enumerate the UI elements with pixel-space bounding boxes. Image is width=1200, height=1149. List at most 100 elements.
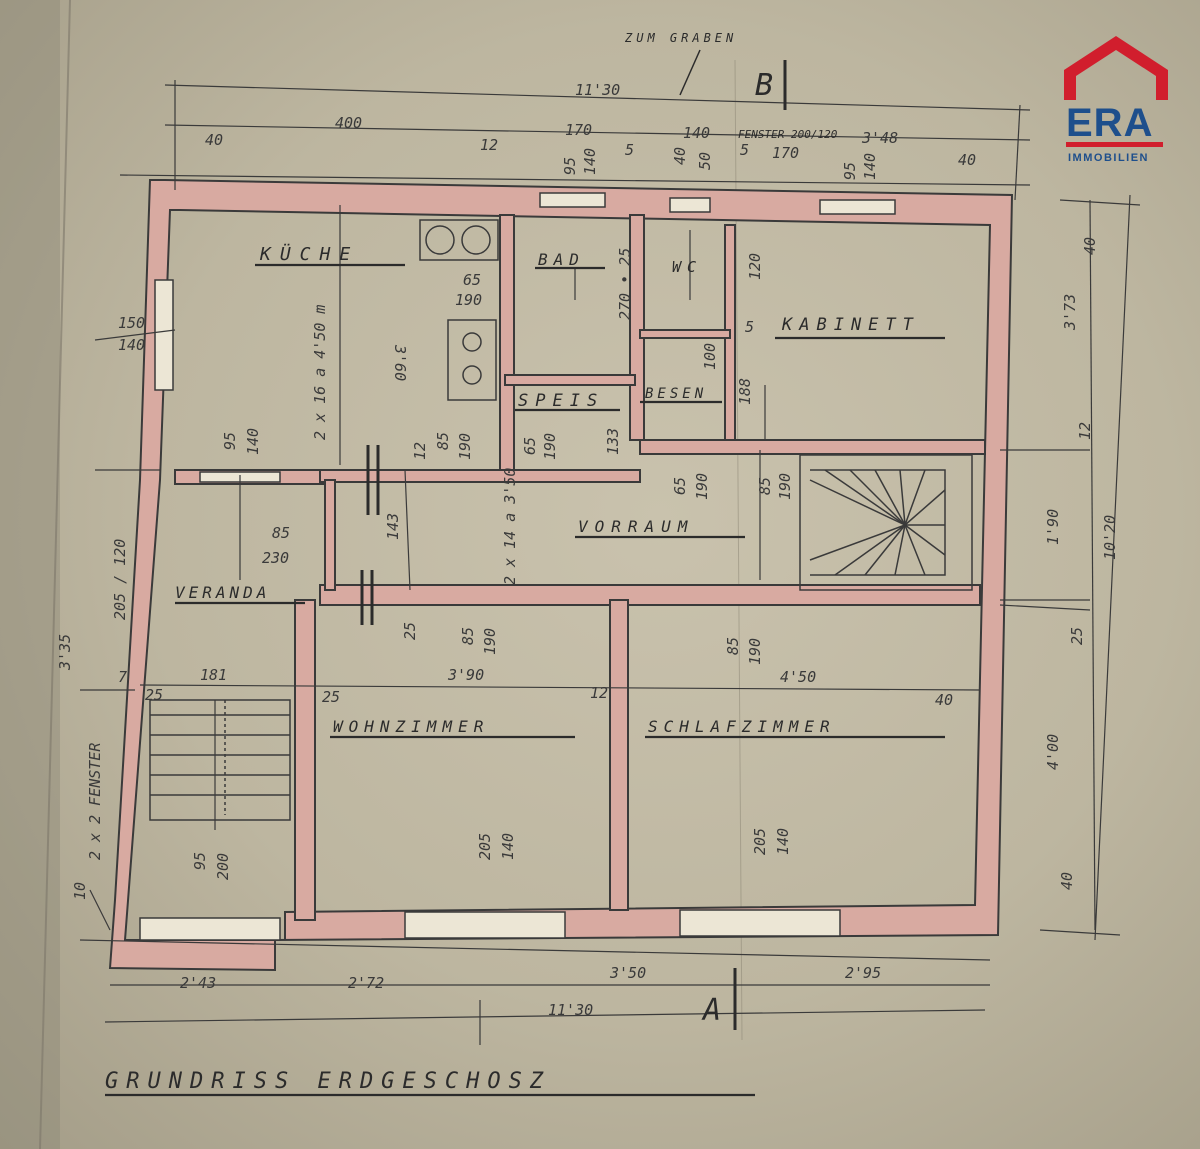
stair-note-b: 2 x 14 a 3'50 [501,468,519,585]
dim-95c: 95 [221,432,239,450]
wall-kabinett-south [639,439,986,455]
logo-underline [1066,142,1163,147]
stove [419,219,499,261]
dim-40r: 40 [1081,237,1099,255]
dim-85e: 85 [724,637,742,655]
dim-95d: 95 [191,852,209,870]
dim-190f: 190 [481,628,499,655]
dim-190b: 190 [456,433,474,460]
dim-120a: 120 [746,253,764,280]
dim-50: 50 [696,152,714,170]
dim-12a: 12 [480,136,498,154]
dim-140d: 140 [118,336,145,354]
dim-272: 2'72 [348,974,384,992]
kitchen-fixtures [419,219,499,401]
dim-85c: 85 [272,524,290,542]
dim-40b: 40 [958,151,976,169]
dim-150: 150 [118,314,145,332]
wall-vorraum-south [319,584,981,606]
dim-25a: 25 [401,622,419,640]
dim-12r: 12 [1076,422,1094,440]
logo-name: ERA [1066,101,1153,145]
dim-12c: 12 [590,684,608,702]
burner-1 [425,225,455,255]
logo-subtitle: IMMOBILIEN [1068,152,1149,164]
wall-veranda-wohnzimmer [294,599,316,921]
dim-190g: 190 [746,638,764,665]
dim-140a: 140 [683,124,710,142]
dim-40r2: 40 [1058,872,1076,890]
sink-bowl-1 [462,332,482,352]
room-label-bad: BAD [538,250,585,269]
dim-140e: 140 [244,428,262,455]
dim-40c: 40 [671,147,689,165]
dim-335: 3'35 [56,634,74,671]
dim-190a: 190 [455,291,482,309]
dimension-lines [79,80,1141,1045]
paper-fold [39,0,71,1149]
room-label-kueche: KÜCHE [259,243,359,265]
dim-140b: 140 [581,148,599,175]
room-underlines [105,263,945,1097]
dim-65c: 65 [671,477,689,495]
dim-5a: 5 [625,141,634,159]
dim-190c: 190 [541,433,559,460]
door-marks [360,445,380,625]
dim-total-bottom: 11'30 [548,1001,593,1019]
dim-450: 4'50 [780,668,816,686]
dim-400: 400 [335,114,362,132]
sink [447,319,497,401]
stairs-main [799,454,973,591]
dim-205-120: 205 / 120 [111,539,129,620]
dim-10: 10 [71,882,89,900]
dim-181: 181 [200,666,227,684]
dim-373: 3'73 [1061,294,1079,331]
dim-25c: 25 [322,688,340,706]
dim-1020: 10'20 [1101,515,1119,560]
dim-140c: 140 [861,153,879,180]
dim-200: 200 [214,853,232,880]
dim-170b: 170 [772,144,799,162]
dim-65a: 65 [463,271,481,289]
dim-7: 7 [118,668,127,686]
room-label-veranda: VERANDA [175,583,270,602]
room-label-vorraum: VORRAUM [578,517,694,536]
paper-crease [734,59,743,1041]
dim-143: 143 [384,513,402,540]
window-wc [669,197,711,213]
house-roof-icon [1064,36,1168,100]
dim-348: 3'48 [861,129,898,147]
window-kabinett [819,199,896,215]
window-schlafzimmer [679,909,841,937]
dim-190d: 190 [693,473,711,500]
window-wohnzimmer [404,911,566,939]
dim-243: 2'43 [180,974,216,992]
dim-230: 230 [262,549,289,567]
stairs-veranda [149,699,291,821]
left-note: 2 x 2 FENSTER [86,743,104,860]
wall-vorraum-west [324,479,336,591]
dim-170a: 170 [565,121,592,139]
wall-kueche-bad [499,214,515,471]
dim-295: 2'95 [845,964,881,982]
dim-100: 100 [701,343,719,370]
dimension-labels: 11'30 400 40 12 170 140 3'48 40 5 5 170 … [56,81,1119,1019]
dim-270: 270 • 25 [616,248,634,320]
dim-95a: 95 [561,157,579,175]
window-note: FENSTER 200/120 [738,128,838,141]
dim-95b: 95 [841,162,859,180]
wall-wohn-schlaf [609,599,629,911]
dim-85a: 85 [434,432,452,450]
section-marks [733,60,787,1030]
dim-350: 3'50 [609,964,646,982]
sink-bowl-2 [462,365,482,385]
burner-2 [461,225,491,255]
section-mark-bottom: A [701,993,721,1028]
dim-5b: 5 [740,141,749,159]
room-label-wohnzimmer: WOHNZIMMER [333,717,489,736]
dim-total-top: 11'30 [575,81,620,99]
plan-title: GRUNDRISS ERDGESCHOSZ [105,1069,551,1094]
dim-40a: 40 [205,131,223,149]
